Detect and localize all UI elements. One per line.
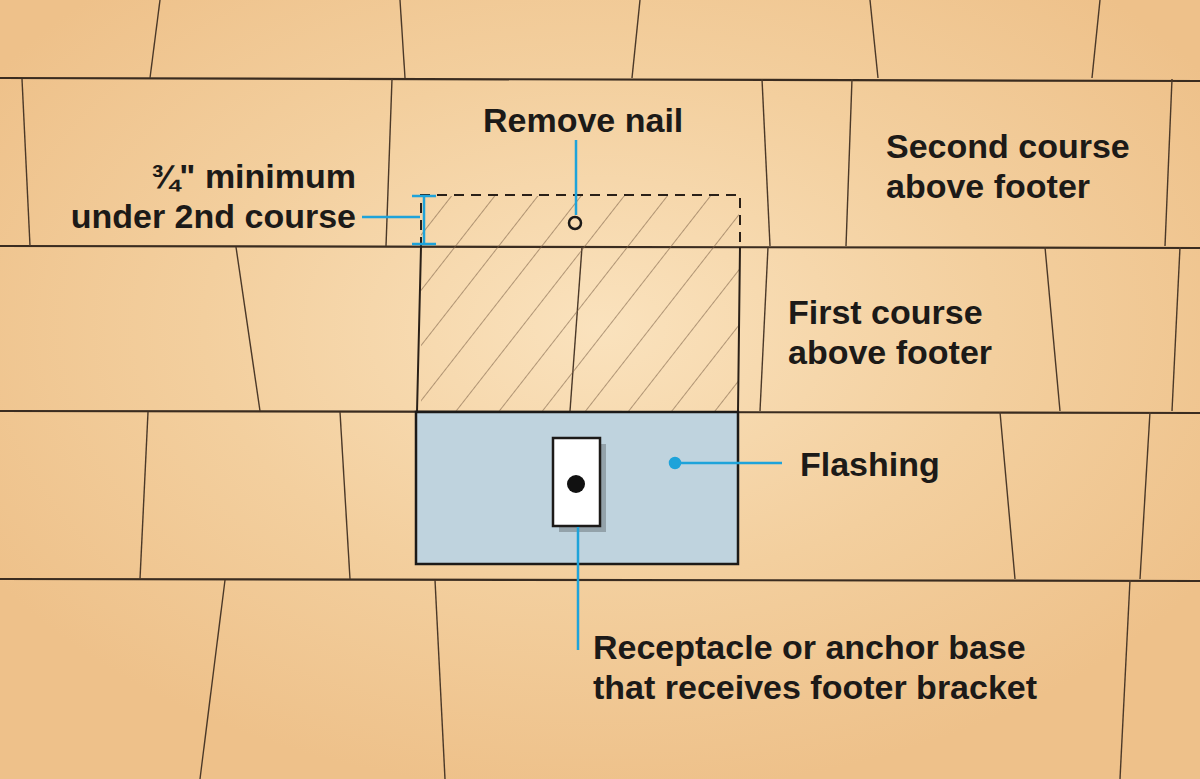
shingle-joint: [236, 247, 260, 411]
leader-line: [575, 140, 578, 215]
shingle-joint: [1172, 247, 1180, 411]
dashed-outline: [421, 195, 740, 247]
dimension-marker: [412, 196, 436, 244]
shingle-course-lines: [0, 78, 1200, 581]
shingle-joint: [1092, 0, 1100, 78]
anchor-hole: [567, 475, 585, 493]
shingle-joint: [1120, 580, 1130, 779]
shingle-joint: [846, 79, 852, 246]
leader-line: [362, 216, 420, 219]
callout-label: Flashing: [800, 444, 940, 484]
dimension-tick: [412, 195, 436, 198]
shingle-joint: [1045, 247, 1060, 411]
shingle-joint: [632, 0, 640, 78]
leader-line: [675, 462, 782, 465]
shingle-joint: [400, 0, 405, 78]
course-label: Second course above footer: [886, 126, 1178, 206]
course-label: First course above footer: [788, 292, 1048, 372]
callout-label: Remove nail: [483, 100, 683, 140]
leader-dot: [670, 458, 680, 468]
shingle-joint: [22, 79, 30, 246]
shingle-joint: [870, 0, 878, 78]
shingle-joint: [762, 79, 770, 246]
dimension-line: [423, 196, 426, 244]
shingle-joint: [386, 79, 392, 246]
shingle-joints: [22, 0, 1180, 779]
shingle-joint: [200, 580, 225, 779]
course-line: [0, 78, 1200, 81]
shingle-joint: [140, 412, 148, 579]
dimension-tick: [412, 243, 436, 246]
dimension-label: ¾" minimum under 2nd course: [62, 156, 356, 236]
shingle-joint: [435, 580, 445, 779]
shingle-joint: [1000, 412, 1015, 579]
shingle-joint: [1140, 412, 1150, 579]
shingle-joint: [1165, 79, 1172, 246]
receptacle-anchor-base: [553, 438, 600, 526]
callout-label: Receptacle or anchor base that receives …: [593, 627, 1071, 707]
shingle-joint: [760, 247, 768, 411]
shingle-joint: [150, 0, 160, 78]
leader-lines: [362, 140, 782, 650]
shingle-edge: [417, 247, 740, 412]
leader-line: [577, 527, 580, 650]
course-line: [0, 579, 1200, 581]
hatched-shingle-area: [421, 196, 739, 412]
shingle-joint: [340, 412, 350, 579]
nail: [569, 217, 581, 229]
